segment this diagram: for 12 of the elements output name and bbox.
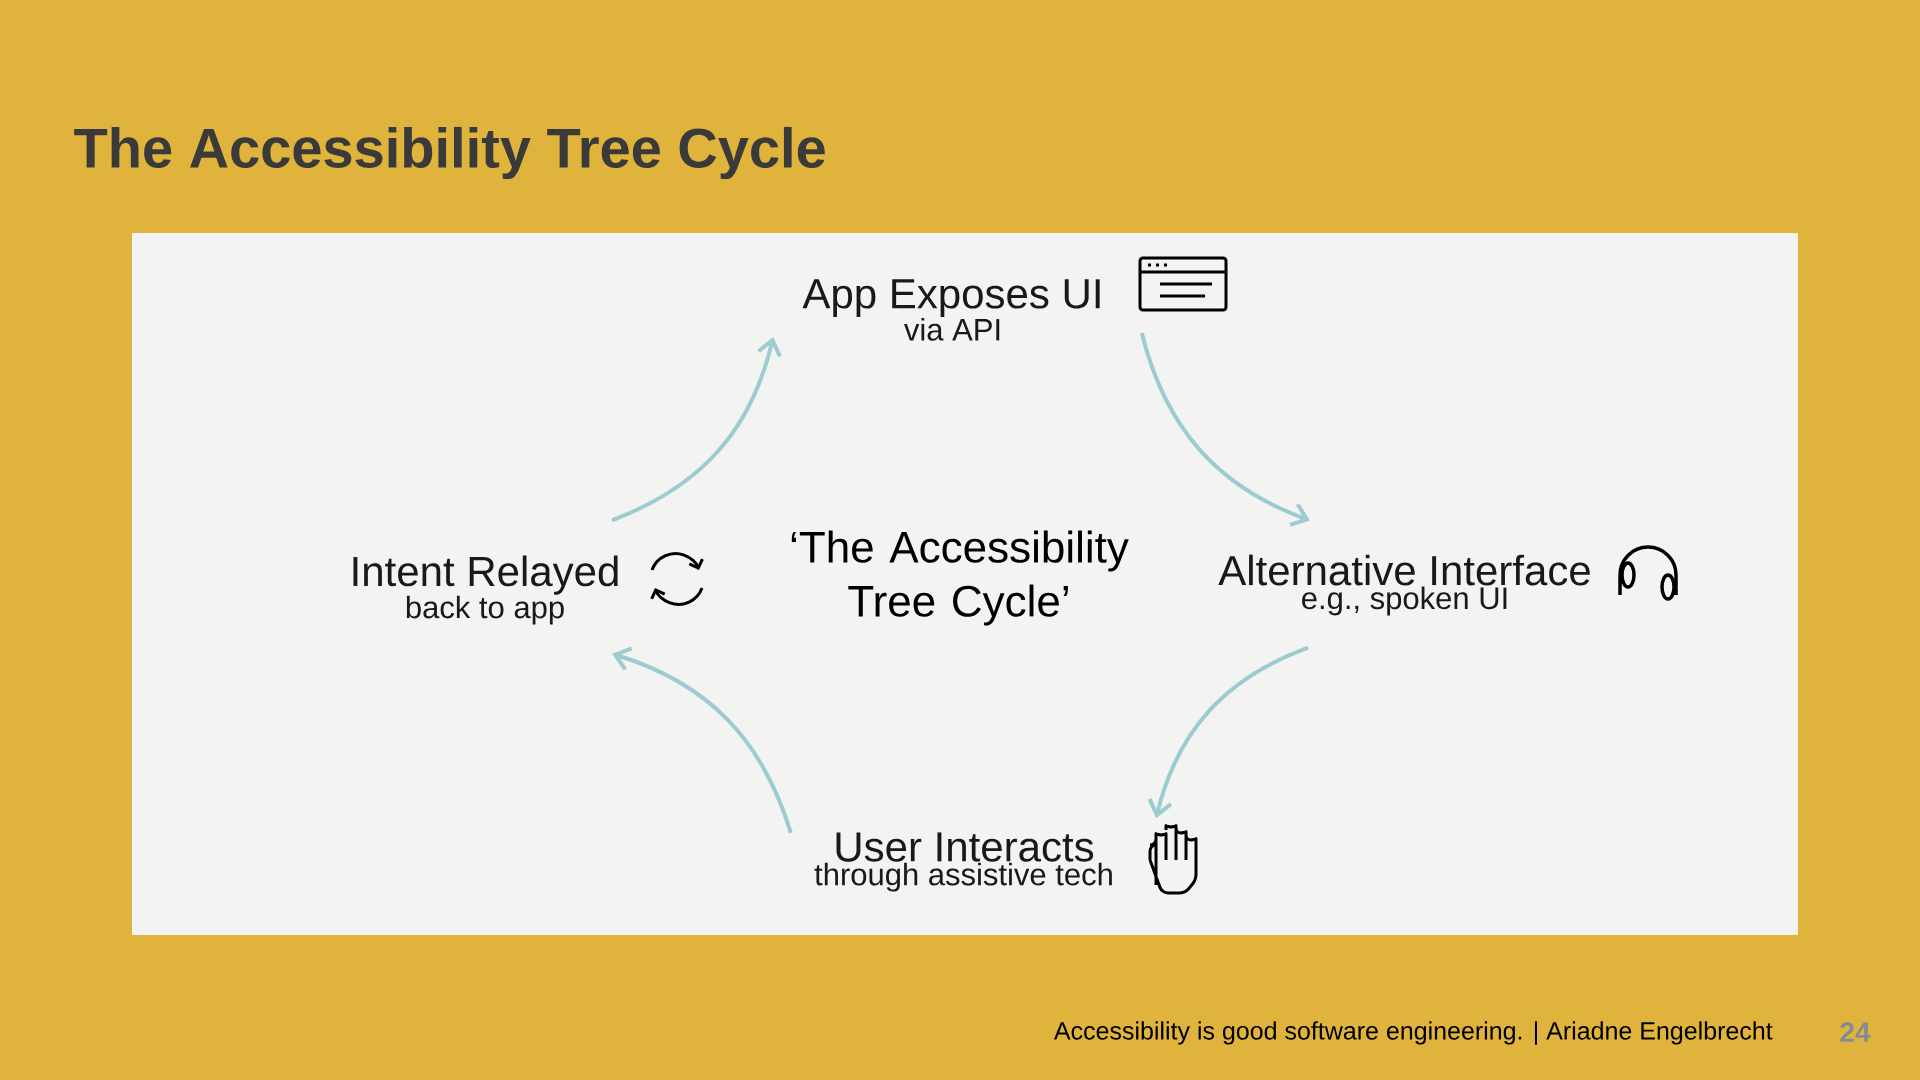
step-label: User Interacts through assistive tech xyxy=(814,832,1112,892)
step-label: Intent Relayed back to app xyxy=(353,555,618,625)
step-label: App Exposes UI via API xyxy=(802,279,1100,341)
footer-text: Accessibility is good software engineering. | Ariadne Engelbrecht xyxy=(1053,1021,1773,1045)
step-label: Alternative Interface e.g., spoken UI xyxy=(1218,554,1590,616)
arrow xyxy=(611,337,782,523)
arrow xyxy=(612,646,793,834)
slide-title: The Accessibility Tree Cycle xyxy=(74,126,825,180)
center-title: ‘The Accessibility Tree Cycle’ xyxy=(791,530,1129,626)
page-number: 24 xyxy=(1840,1022,1871,1042)
arrow xyxy=(1147,645,1309,819)
arrow xyxy=(1139,332,1310,527)
